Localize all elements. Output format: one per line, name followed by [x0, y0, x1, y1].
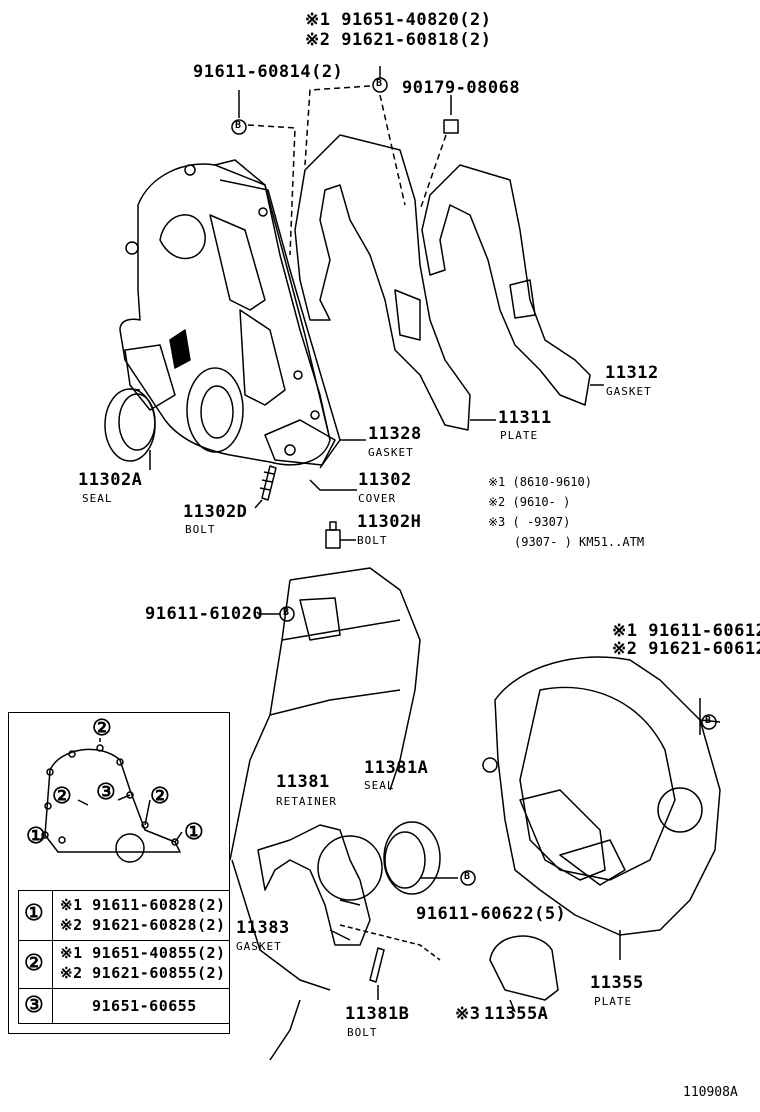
marker-b-1 — [372, 77, 388, 93]
marker-b-2 — [231, 119, 247, 135]
part-number-11355: 11355 — [590, 973, 644, 993]
inset-circle-2-top: ② — [92, 716, 113, 741]
part-number-11302h: 11302H — [357, 512, 422, 532]
marker-b-label-3: B — [283, 607, 290, 618]
table-row1-marker: ① — [24, 901, 45, 926]
inset-gasket-sketch — [39, 738, 183, 863]
part-name-11381a: SEAL — [364, 779, 395, 792]
plate-11311 — [294, 134, 471, 431]
gasket-11312 — [421, 164, 591, 406]
inset-circle-2-left: ② — [52, 784, 73, 809]
part-number-11302: 11302 — [358, 470, 412, 490]
callout-4: 91611-61020 — [145, 604, 264, 624]
bolt-11302h — [325, 521, 341, 549]
table-row2-line2: ※2 91621-60855(2) — [60, 964, 226, 982]
part-number-11381: 11381 — [276, 772, 330, 792]
marker-b-label-4: B — [464, 871, 471, 882]
callout-5-line2: ※2 91621-60612 — [612, 639, 760, 659]
table-row2-marker: ② — [24, 951, 45, 976]
inset-table — [18, 890, 230, 1024]
bolt-11381b — [369, 947, 385, 983]
note-3: ※3 ( -9307) — [488, 515, 571, 529]
timing-cover — [119, 159, 336, 466]
seal-11302a — [104, 388, 156, 462]
part-name-11381: RETAINER — [276, 795, 337, 808]
callout-1-line1: ※1 91651-40820(2) — [305, 10, 492, 30]
part-number-11312: 11312 — [605, 363, 659, 383]
part-number-11311: 11311 — [498, 408, 552, 428]
table-row3-line1: 91651-60655 — [92, 997, 197, 1015]
part-name-11381b: BOLT — [347, 1026, 378, 1039]
callout-5-line1: ※1 91611-60612 — [612, 621, 760, 641]
marker-b-label-1: B — [376, 78, 383, 89]
part-number-11381b: 11381B — [345, 1004, 410, 1024]
marker-b-5 — [701, 714, 717, 730]
part-name-11311: PLATE — [500, 429, 539, 442]
part-name-11328: GASKET — [368, 446, 414, 459]
part-name-11302: COVER — [358, 492, 397, 505]
part-name-11312: GASKET — [606, 385, 652, 398]
part-number-11355a: 11355A — [484, 1004, 549, 1024]
bolt-11302d — [259, 465, 277, 501]
gasket-11328 — [219, 179, 341, 469]
callout-3: 90179-08068 — [402, 78, 521, 98]
plate-11355 — [494, 656, 721, 936]
table-row3-marker: ③ — [24, 993, 45, 1018]
inset-box — [8, 712, 230, 1034]
callout-1-line2: ※2 91621-60818(2) — [305, 30, 492, 50]
part-name-11302d: BOLT — [185, 523, 216, 536]
part-name-11302h: BOLT — [357, 534, 388, 547]
inset-circle-3: ③ — [96, 780, 117, 805]
callout-6: 91611-60622(5) — [416, 904, 567, 924]
part-number-11381a: 11381A — [364, 758, 429, 778]
marker-b-label-5: B — [705, 715, 712, 726]
note-2: ※2 (9610- ) — [488, 495, 571, 509]
engine-block — [229, 567, 421, 1061]
marker-b-3 — [279, 606, 295, 622]
block-11355a — [489, 935, 559, 1001]
part-prefix-11355a: ※3 — [455, 1004, 481, 1024]
inset-circle-1-left: ① — [26, 824, 47, 849]
callout-2: 91611-60814(2) — [193, 62, 344, 82]
part-number-11302d: 11302D — [183, 502, 248, 522]
seal-11381a — [383, 821, 441, 895]
part-number-11302a: 11302A — [78, 470, 143, 490]
table-row2-line1: ※1 91651-40855(2) — [60, 944, 226, 962]
part-name-11355: PLATE — [594, 995, 633, 1008]
figure-id: 110908A — [683, 1085, 738, 1100]
inset-circle-2-right: ② — [150, 784, 171, 809]
part-name-11383: GASKET — [236, 940, 282, 953]
note-1: ※1 (8610-9610) — [488, 475, 592, 489]
inset-circle-1-right: ① — [184, 820, 205, 845]
part-number-11383: 11383 — [236, 918, 290, 938]
marker-b-4 — [460, 870, 476, 886]
table-row1-line1: ※1 91611-60828(2) — [60, 896, 226, 914]
marker-b-label-2: B — [235, 120, 242, 131]
retainer-11381 — [257, 824, 371, 946]
part-number-11328: 11328 — [368, 424, 422, 444]
part-name-11302a: SEAL — [82, 492, 113, 505]
table-row1-line2: ※2 91621-60828(2) — [60, 916, 226, 934]
nut-90179 — [443, 119, 459, 134]
note-4: (9307- ) KM51..ATM — [514, 535, 645, 549]
